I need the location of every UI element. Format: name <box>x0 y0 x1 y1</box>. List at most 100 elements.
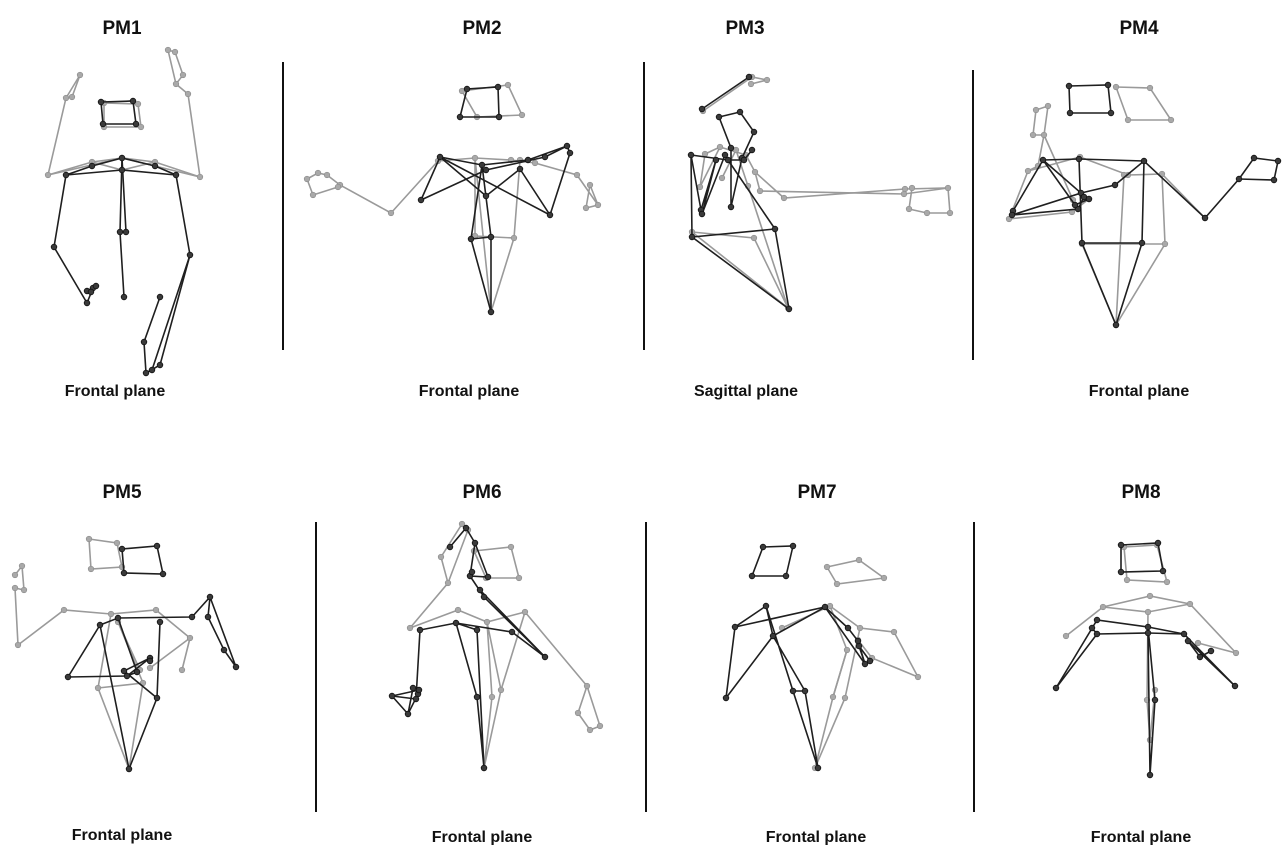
skeleton-segment <box>409 609 601 731</box>
joint-marker <box>18 562 26 570</box>
pm3-pose-end <box>687 73 793 313</box>
skeleton-segment <box>721 147 789 309</box>
joint-marker <box>415 686 423 694</box>
joint-marker <box>1008 211 1016 219</box>
joint-marker <box>133 668 141 676</box>
joint-marker <box>1039 156 1047 164</box>
skeleton-segment <box>690 149 753 161</box>
panel-plane-pm4: Frontal plane <box>1089 383 1190 400</box>
joint-marker <box>146 664 154 672</box>
joint-marker <box>745 73 753 81</box>
joint-marker <box>156 293 164 301</box>
joint-marker <box>1186 600 1194 608</box>
panel-title-pm2: PM2 <box>462 18 501 39</box>
joint-marker <box>751 168 759 176</box>
joint-marker <box>516 165 524 173</box>
joint-marker <box>120 293 128 301</box>
joint-marker <box>156 618 164 626</box>
joint-marker <box>473 626 481 634</box>
joint-marker <box>914 673 922 681</box>
joint-marker <box>132 120 140 128</box>
joint-marker <box>188 613 196 621</box>
joint-marker <box>463 85 471 93</box>
skeleton-segment <box>67 594 237 678</box>
joint-marker <box>417 196 425 204</box>
joint-marker <box>487 233 495 241</box>
joint-marker <box>698 210 706 218</box>
joint-marker <box>1123 576 1131 584</box>
joint-marker <box>134 100 142 108</box>
skeleton-segment <box>1012 157 1279 220</box>
panel-title-pm8: PM8 <box>1121 482 1160 503</box>
joint-marker <box>152 606 160 614</box>
joint-marker <box>1250 154 1258 162</box>
skeleton-segment <box>765 605 819 769</box>
joint-marker <box>129 97 137 105</box>
joint-marker <box>1159 567 1167 575</box>
joint-marker <box>172 80 180 88</box>
skeleton-segment <box>1055 632 1236 689</box>
joint-marker <box>164 46 172 54</box>
joint-marker <box>146 657 154 665</box>
joint-marker <box>314 169 322 177</box>
joint-marker <box>1085 195 1093 203</box>
joint-marker <box>510 234 518 242</box>
joint-marker <box>823 563 831 571</box>
skeleton-segment <box>481 164 492 238</box>
joint-marker <box>833 580 841 588</box>
joint-marker <box>586 726 594 734</box>
joint-marker <box>1163 578 1171 586</box>
joint-marker <box>50 243 58 251</box>
joint-marker <box>1184 637 1192 645</box>
joint-marker <box>387 209 395 217</box>
joint-marker <box>1151 696 1159 704</box>
joint-marker <box>303 175 311 183</box>
joint-marker <box>1112 321 1120 329</box>
skeleton-segment <box>826 559 887 585</box>
joint-marker <box>60 606 68 614</box>
panel-title-pm4: PM4 <box>1119 18 1159 39</box>
joint-marker <box>454 606 462 614</box>
joint-marker <box>1093 630 1101 638</box>
joint-marker <box>409 684 417 692</box>
joint-marker <box>722 694 730 702</box>
joint-marker <box>497 686 505 694</box>
joint-marker <box>712 156 720 164</box>
joint-marker <box>62 94 70 102</box>
joint-marker <box>1107 109 1115 117</box>
joint-marker <box>546 211 554 219</box>
pm1-pose-end <box>50 97 194 377</box>
joint-marker <box>1112 83 1120 91</box>
joint-marker <box>718 174 726 182</box>
joint-marker <box>1062 632 1070 640</box>
skeleton-segment <box>1123 544 1169 583</box>
joint-marker <box>11 571 19 579</box>
joint-marker <box>1201 214 1209 222</box>
skeleton-segment <box>725 635 774 699</box>
joint-marker <box>107 610 115 618</box>
skeleton-segment <box>1043 134 1074 201</box>
joint-marker <box>1196 653 1204 661</box>
pm4-pose-end <box>1008 81 1282 329</box>
joint-marker <box>1144 629 1152 637</box>
joint-marker <box>890 628 898 636</box>
joint-marker <box>1207 647 1215 655</box>
joint-marker <box>118 545 126 553</box>
joint-marker <box>507 543 515 551</box>
joint-marker <box>1146 592 1154 600</box>
joint-marker <box>94 684 102 692</box>
joint-marker <box>204 613 212 621</box>
joint-marker <box>748 572 756 580</box>
joint-marker <box>531 159 539 167</box>
joint-marker <box>487 308 495 316</box>
joint-marker <box>334 183 342 191</box>
panel-plane-pm7: Frontal plane <box>766 829 867 845</box>
skeleton-segment <box>439 156 551 216</box>
joint-marker <box>473 693 481 701</box>
joint-marker <box>1065 82 1073 90</box>
joint-marker <box>83 299 91 307</box>
joint-marker <box>566 149 574 157</box>
joint-marker <box>1124 116 1132 124</box>
pm6-pose-start <box>406 520 604 772</box>
joint-marker <box>179 71 187 79</box>
